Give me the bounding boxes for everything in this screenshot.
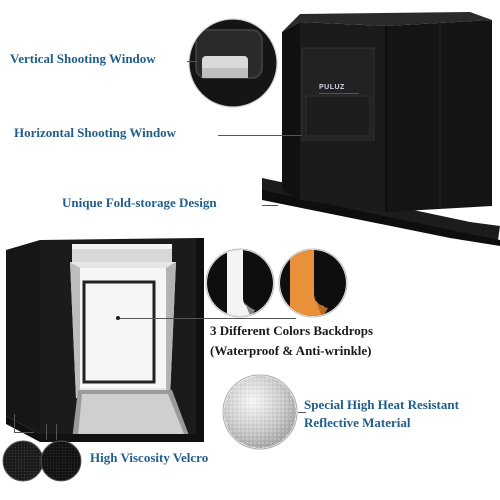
leader-line	[187, 61, 197, 62]
leader-line	[56, 424, 57, 440]
callout-backdrops-subtitle: (Waterproof & Anti-wrinkle)	[210, 343, 372, 358]
leader-dot	[302, 133, 306, 137]
velcro-sample-right	[40, 440, 82, 482]
leader-line	[262, 205, 278, 206]
leader-line	[46, 424, 47, 440]
brand-logo-underline	[319, 93, 359, 94]
white-black-backdrop-sample	[205, 248, 275, 318]
callout-horizontal-shooting-window: Horizontal Shooting Window	[14, 125, 177, 140]
callout-vertical-shooting-window: Vertical Shooting Window	[10, 51, 156, 66]
vertical-window-closeup	[188, 18, 278, 108]
leader-line	[14, 432, 34, 433]
leader-line	[298, 412, 306, 413]
brand-logo: PULUZ	[319, 84, 345, 91]
callout-reflective-title: Special High Heat Resistant	[304, 397, 459, 412]
orange-backdrop-sample	[278, 248, 348, 318]
leader-dot	[116, 316, 120, 320]
callout-reflective-subtitle: Reflective Material	[304, 415, 411, 430]
reflective-material-closeup	[222, 374, 298, 450]
open-softbox-illustration	[6, 238, 204, 442]
leader-line	[218, 135, 304, 136]
leader-line	[14, 414, 15, 432]
leader-line	[118, 318, 296, 319]
callout-fold-storage-design: Unique Fold-storage Design	[62, 195, 217, 210]
callout-backdrops-title: 3 Different Colors Backdrops	[210, 323, 374, 338]
callout-velcro: High Viscosity Velcro	[90, 450, 209, 465]
velcro-sample-left	[2, 440, 44, 482]
closed-softbox-illustration	[262, 12, 500, 246]
